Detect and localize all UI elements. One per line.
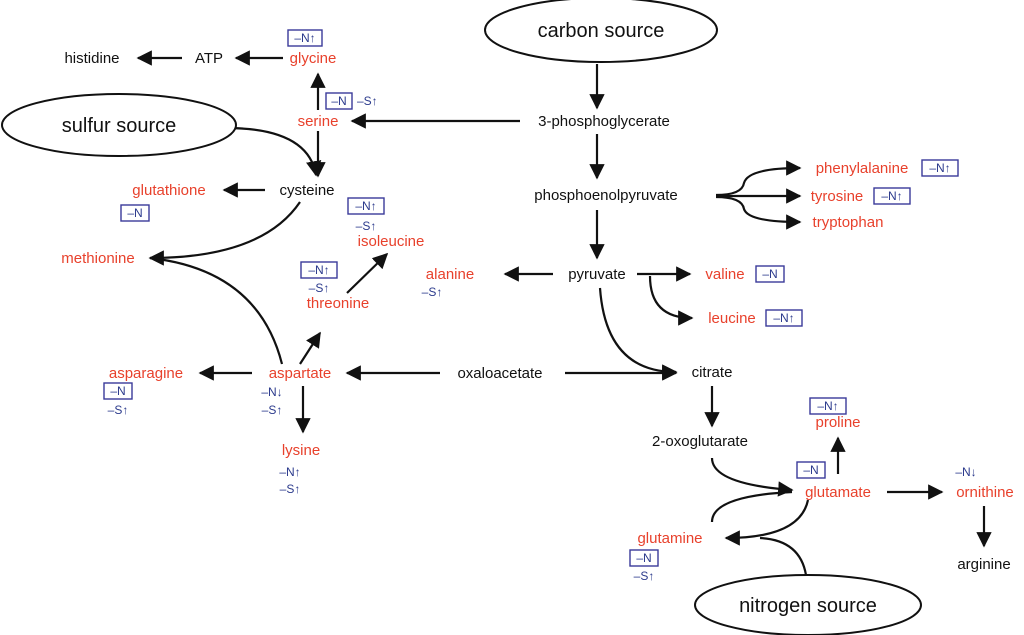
alanine-s-annotation: –S↑ (422, 285, 443, 299)
glutathione-annotation-box (120, 204, 150, 222)
valine-n-annotation: –N (762, 267, 777, 281)
leucine-n-annotation: –N↑ (773, 311, 794, 325)
lysine-n-annotation: –N↑ (279, 465, 300, 479)
edge-cysteine-methionine (148, 201, 301, 266)
node-ornithine: ornithine (956, 484, 1014, 501)
glutathione-n-annotation: –N (127, 206, 142, 220)
aspartate-s-annotation: –S↑ (262, 403, 283, 417)
isoleucine-annotation-box (347, 197, 385, 215)
edge-glutamate-glutamine (724, 499, 810, 546)
threonine-n-annotation: –N↑ (308, 263, 329, 277)
leucine-annotation-box (765, 309, 803, 327)
edge-pyruvate-leucine (648, 275, 694, 326)
node-isoleucine: isoleucine (358, 233, 425, 250)
ornithine-n-annotation: –N↓ (955, 465, 976, 479)
node-cysteine: cysteine (279, 182, 334, 199)
edge-aspartate-methionine (149, 256, 284, 365)
glutamine-n-annotation: –N (636, 551, 651, 565)
node-3-phosphoglycerate: 3-phosphoglycerate (538, 113, 670, 130)
node-tryptophan: tryptophan (813, 214, 884, 231)
node-phenylalanine: phenylalanine (816, 160, 909, 177)
phenylalanine-annotation-box (921, 159, 959, 177)
intermediate-nodes: histidine ATP 3-phosphoglycerate cystein… (64, 50, 1010, 573)
lysine-s-annotation: –S↑ (280, 482, 301, 496)
edge-sulfur-cysteine (225, 126, 322, 177)
node-oxaloacetate: oxaloacetate (457, 365, 542, 382)
node-leucine: leucine (708, 310, 756, 327)
glycine-n-annotation: –N↑ (294, 31, 315, 45)
node-glutathione: glutathione (132, 182, 205, 199)
sulfur-source-ellipse (1, 93, 237, 157)
node-phosphoenolpyruvate: phosphoenolpyruvate (534, 187, 677, 204)
proline-n-annotation: –N↑ (817, 399, 838, 413)
aspartate-n-annotation: –N↓ (261, 385, 282, 399)
node-glutamate: glutamate (805, 484, 871, 501)
nitrogen-source-ellipse (694, 574, 922, 635)
annotations: –N↑ –N –S↑ –N –N↑ –S↑ –N↑ –S↑ –S↑ –N –S↑… (103, 29, 977, 583)
glutamate-annotation-box (796, 461, 826, 479)
node-arginine: arginine (957, 556, 1010, 573)
edge-nitrogen-glutamine (759, 536, 808, 576)
edge-pep-phenylalanine (715, 160, 802, 197)
edge-pep-tryptophan (715, 195, 802, 230)
carbon-source-label: carbon source (538, 20, 665, 42)
node-glycine: glycine (290, 50, 337, 67)
node-threonine: threonine (307, 295, 370, 312)
serine-annotation-box (325, 92, 353, 110)
isoleucine-s-annotation: –S↑ (356, 219, 377, 233)
node-histidine: histidine (64, 50, 119, 67)
threonine-annotation-box (300, 261, 338, 279)
edge-aspartate-threonine (299, 331, 321, 365)
nitrogen-source-label: nitrogen source (739, 595, 877, 617)
phenylalanine-n-annotation: –N↑ (929, 161, 950, 175)
product-nodes: glycine serine glutathione methionine is… (61, 50, 1013, 547)
edges (136, 50, 992, 576)
node-serine: serine (298, 113, 339, 130)
tyrosine-n-annotation: –N↑ (881, 189, 902, 203)
threonine-s-annotation: –S↑ (309, 281, 330, 295)
sources: carbon source sulfur source nitrogen sou… (1, 0, 922, 635)
proline-annotation-box (809, 397, 847, 415)
asparagine-n-annotation: –N (110, 384, 125, 398)
node-valine: valine (705, 266, 744, 283)
edge-glutamine-glutamate (710, 490, 793, 523)
sulfur-source-label: sulfur source (62, 115, 177, 137)
serine-s-annotation: –S↑ (357, 94, 378, 108)
carbon-source-ellipse (484, 0, 718, 63)
serine-n-annotation: –N (331, 94, 346, 108)
node-citrate: citrate (692, 364, 733, 381)
node-lysine: lysine (282, 442, 320, 459)
node-methionine: methionine (61, 250, 134, 267)
node-aspartate: aspartate (269, 365, 332, 382)
edge-threonine-isoleucine (346, 252, 389, 294)
isoleucine-n-annotation: –N↑ (355, 199, 376, 213)
node-glutamine: glutamine (637, 530, 702, 547)
node-pyruvate: pyruvate (568, 266, 626, 283)
asparagine-annotation-box (103, 382, 133, 400)
node-atp: ATP (195, 50, 223, 67)
asparagine-s-annotation: –S↑ (108, 403, 129, 417)
node-proline: proline (815, 414, 860, 431)
glutamate-n-annotation: –N (803, 463, 818, 477)
glycine-annotation-box (287, 29, 323, 47)
node-asparagine: asparagine (109, 365, 183, 382)
node-2-oxoglutarate: 2-oxoglutarate (652, 433, 748, 450)
node-tyrosine: tyrosine (811, 188, 864, 205)
glutamine-annotation-box (629, 549, 659, 567)
edge-2og-glutamate (710, 457, 794, 497)
valine-annotation-box (755, 265, 785, 283)
glutamine-s-annotation: –S↑ (634, 569, 655, 583)
node-alanine: alanine (426, 266, 474, 283)
tyrosine-annotation-box (873, 187, 911, 205)
edge-pyruvate-citrate (598, 287, 678, 380)
